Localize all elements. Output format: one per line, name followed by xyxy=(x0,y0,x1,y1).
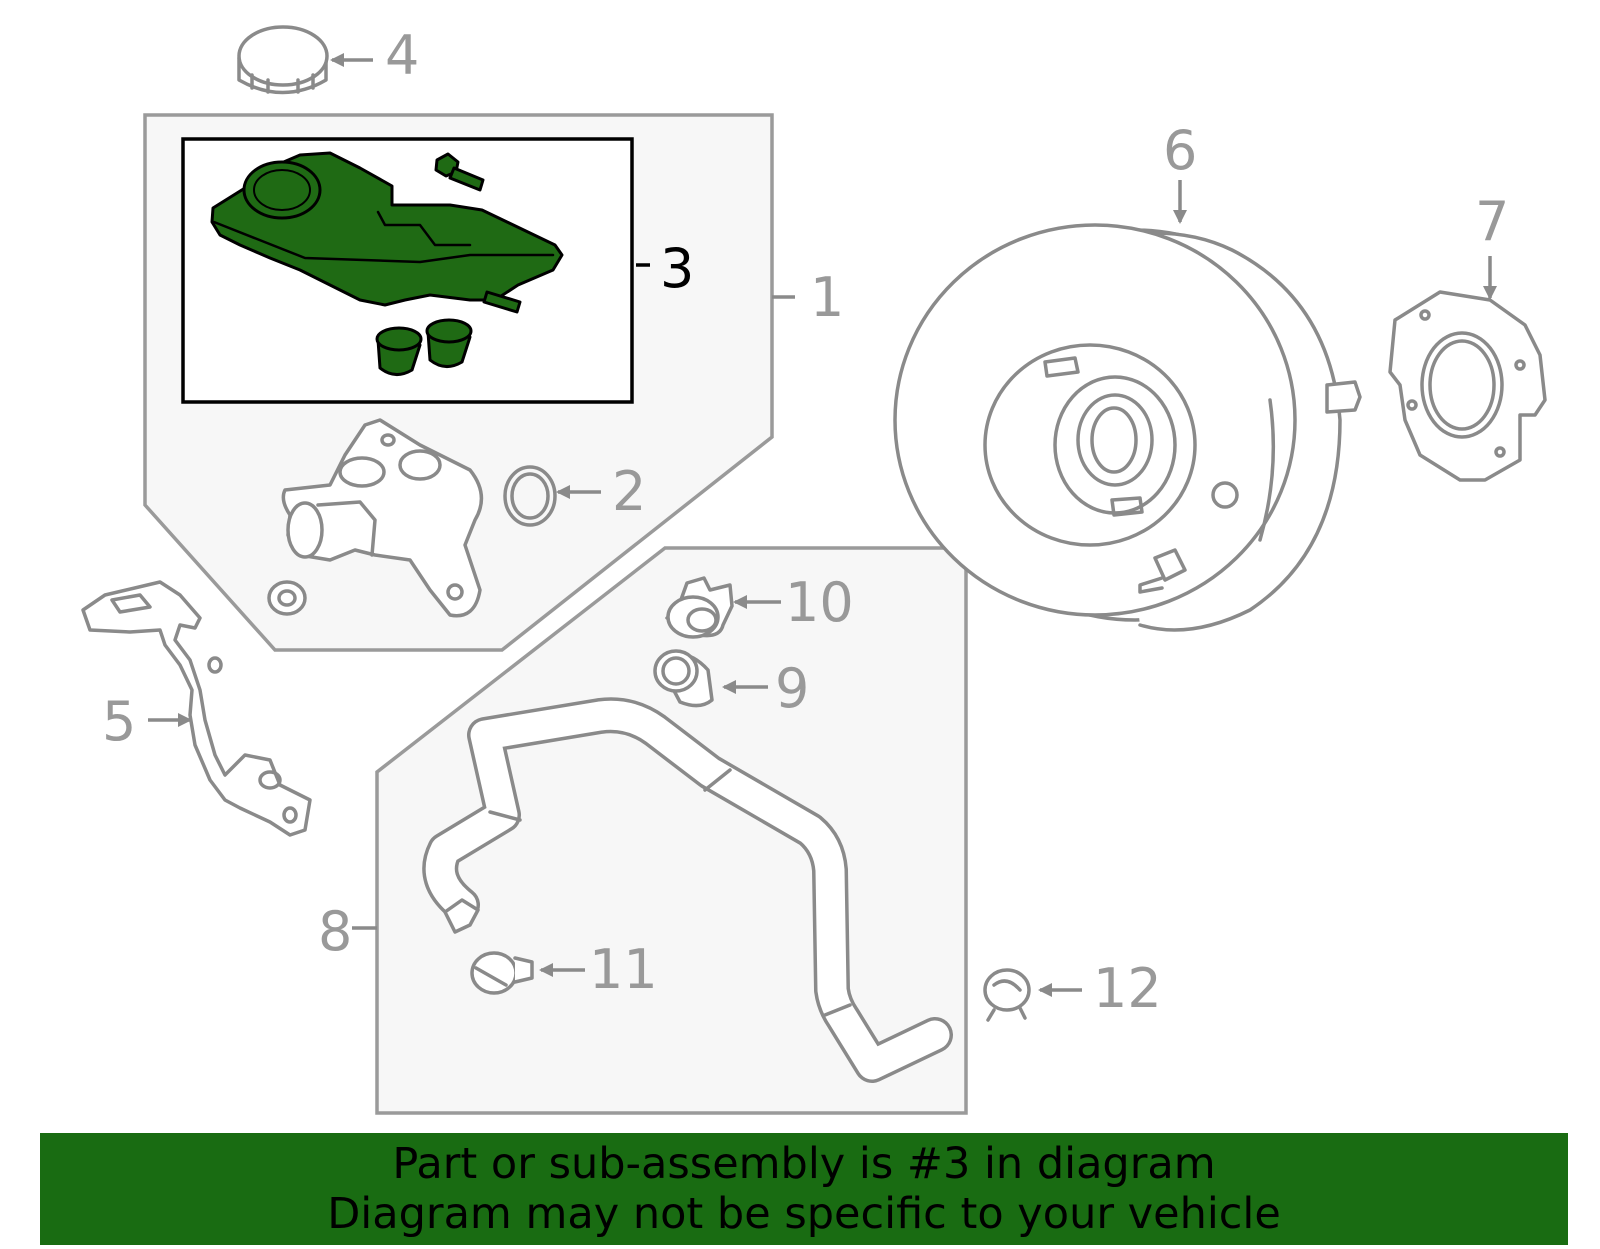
gasket-part-7[interactable] xyxy=(1388,290,1547,482)
cap-part-4[interactable] xyxy=(237,25,329,95)
grommet-part-9[interactable] xyxy=(653,649,714,708)
clamp-part-12[interactable] xyxy=(983,968,1031,1022)
callout-9: 9 xyxy=(775,657,809,720)
clamp-part-11[interactable] xyxy=(470,951,534,995)
callout-5: 5 xyxy=(102,690,136,753)
callout-3: 3 xyxy=(660,237,694,300)
callout-12: 12 xyxy=(1093,957,1162,1020)
reservoir-part-3[interactable] xyxy=(210,151,564,376)
callout-4: 4 xyxy=(385,24,419,87)
clip-part-10[interactable] xyxy=(665,576,734,639)
callout-8: 8 xyxy=(318,900,352,963)
callout-1: 1 xyxy=(810,266,844,329)
master-cylinder-body xyxy=(267,418,484,618)
callout-labels: 1 2 3 4 5 6 7 8 9 10 11 12 xyxy=(102,24,1509,1020)
vacuum-hose-part-8[interactable] xyxy=(422,697,953,1083)
brake-booster-part-6[interactable] xyxy=(893,223,1362,632)
banner-line-disclaimer: Diagram may not be specific to your vehi… xyxy=(327,1189,1281,1239)
bracket-part-5[interactable] xyxy=(81,580,312,837)
callout-7: 7 xyxy=(1475,190,1509,253)
info-banner: Part or sub-assembly is #3 in diagram Di… xyxy=(40,1133,1568,1245)
banner-line-part: Part or sub-assembly is #3 in diagram xyxy=(392,1139,1216,1189)
o-ring-part-2[interactable] xyxy=(503,465,557,527)
callout-11: 11 xyxy=(589,938,658,1001)
callout-2: 2 xyxy=(612,460,646,523)
leader-lines xyxy=(148,53,1497,997)
callout-6: 6 xyxy=(1163,119,1197,182)
callout-10: 10 xyxy=(785,571,854,634)
